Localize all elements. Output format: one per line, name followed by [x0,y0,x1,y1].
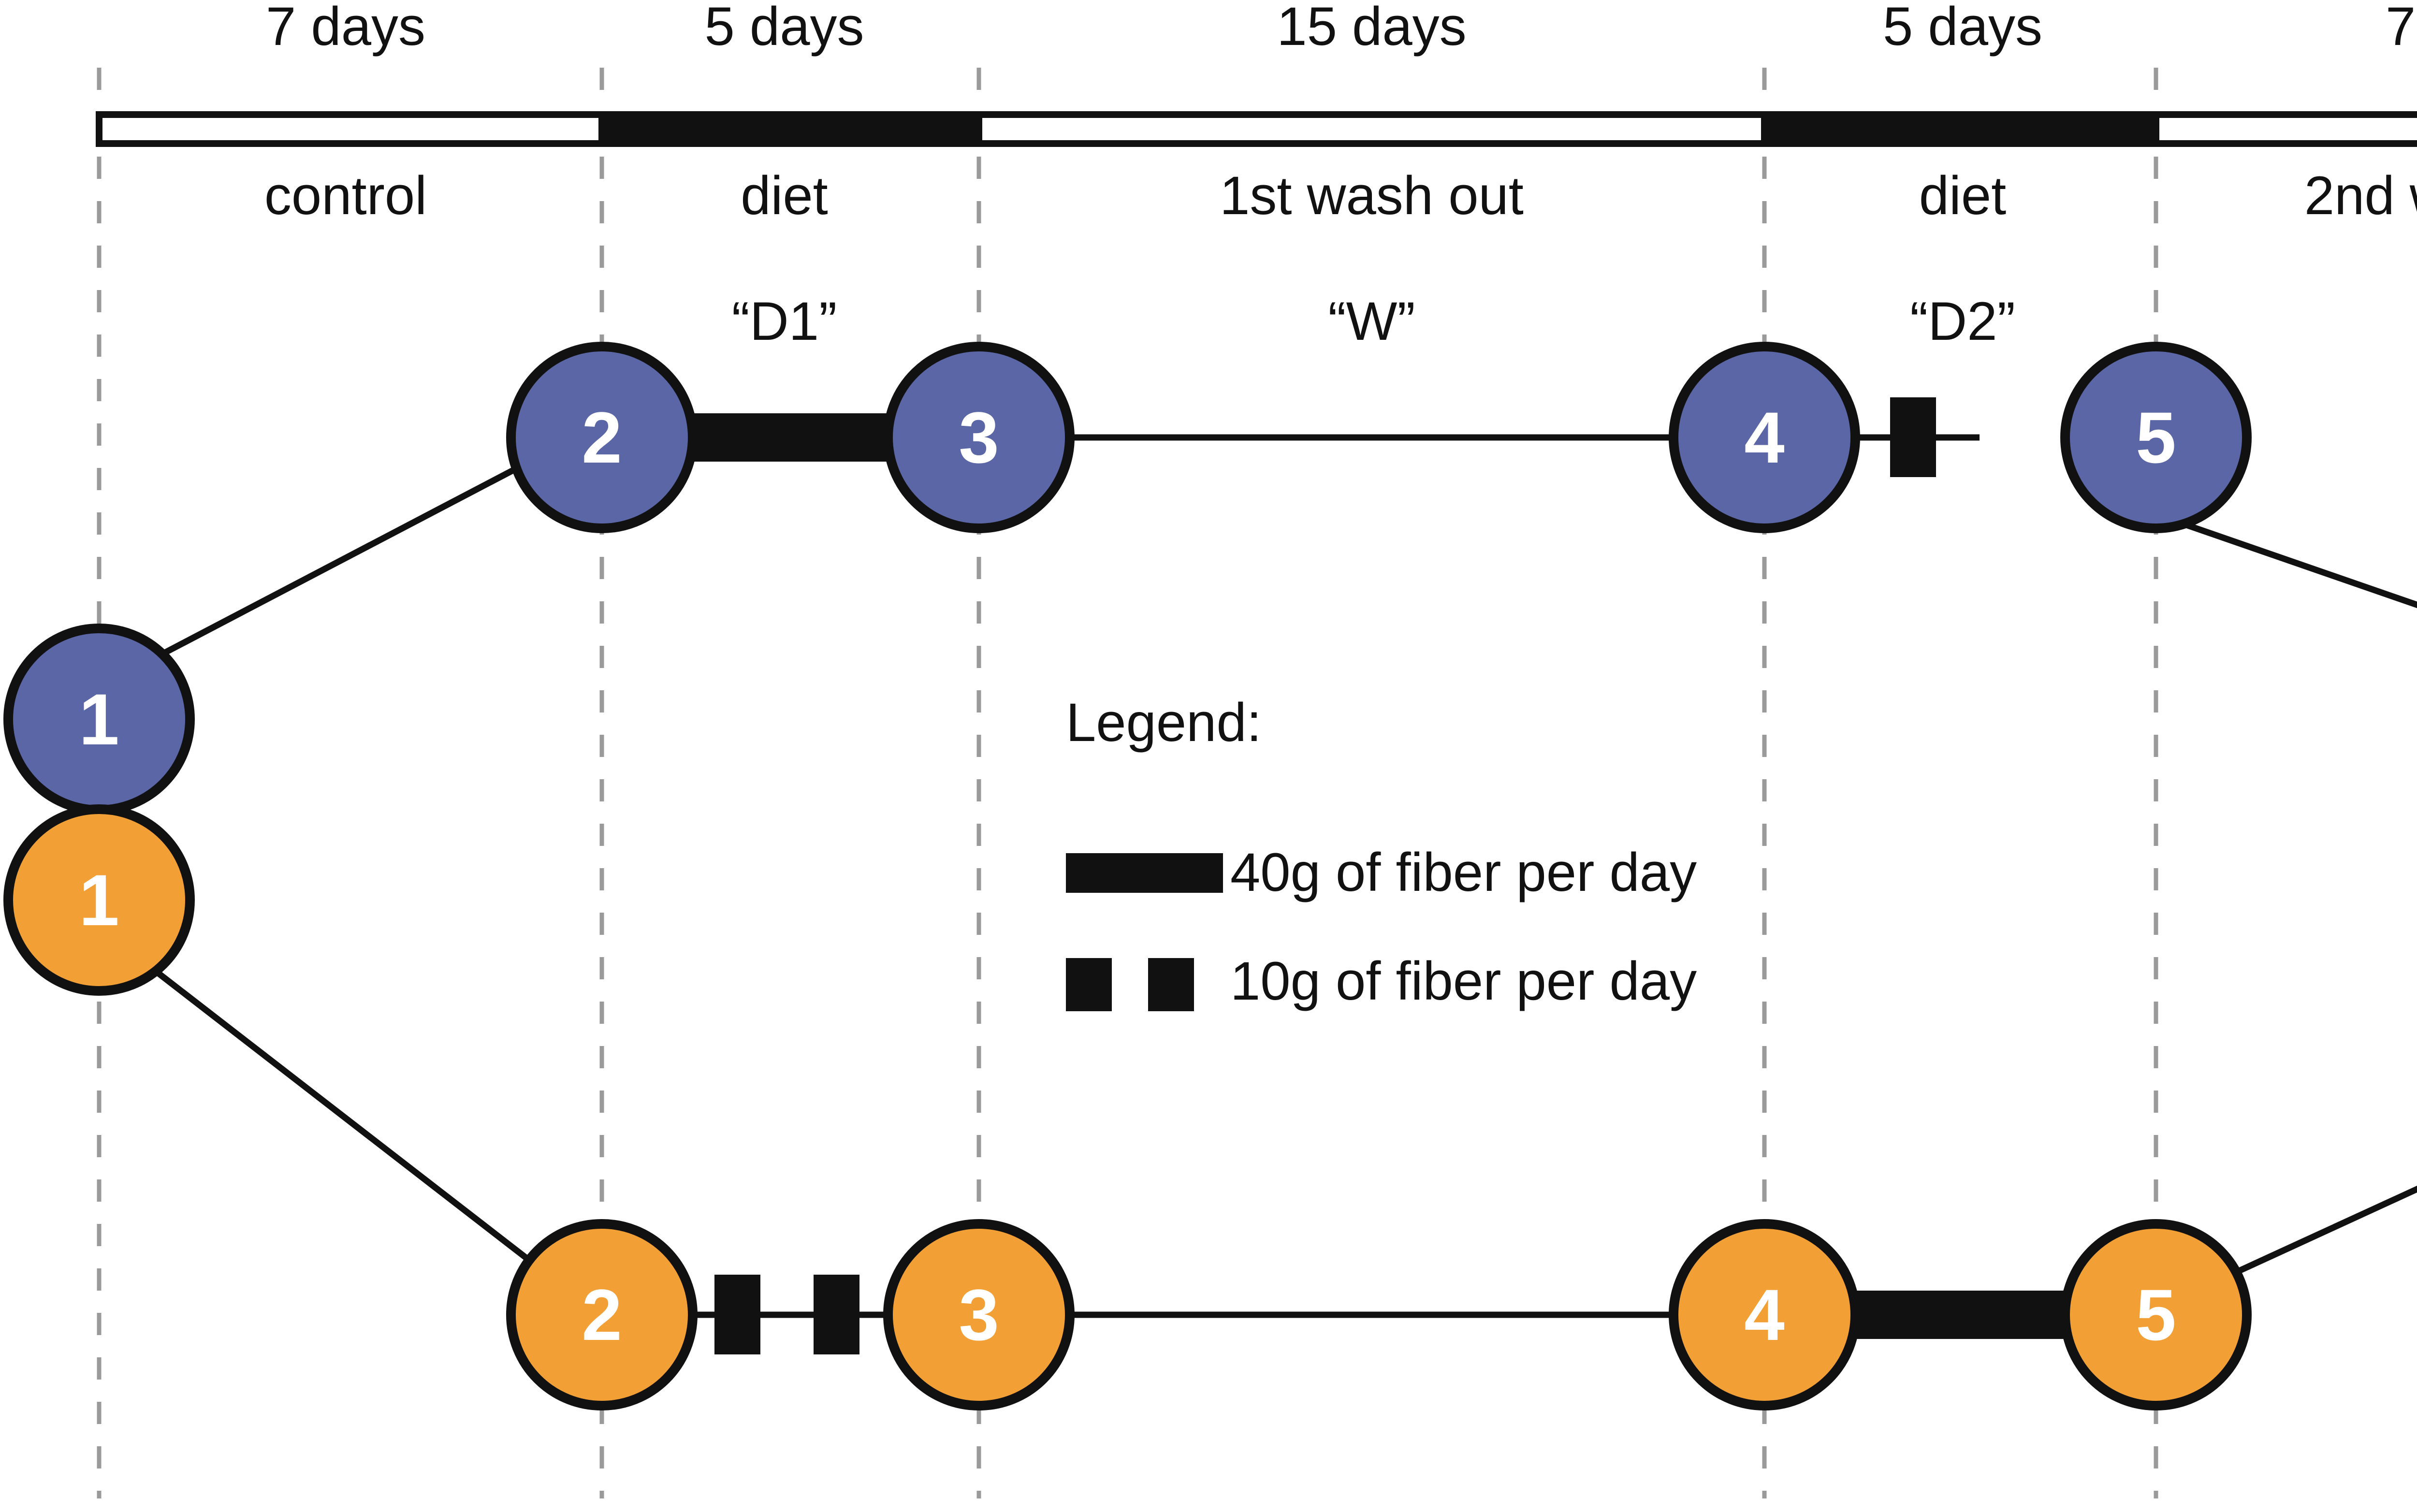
arm-a: 1 2 3 4 5 6 [3,342,2417,815]
phase-name-2: 1st wash out [1220,165,1524,226]
arm-a-node-2-label: 2 [582,397,622,478]
legend-swatch-10g-block-2 [1148,958,1194,1011]
arm-b-node-2[interactable]: 2 [506,1219,698,1410]
phase-days-1: 5 days [704,0,864,57]
arm-a-edge-1-2 [126,456,536,675]
legend-label-40g: 40g of fiber per day [1230,842,1697,902]
legend-label-10g: 10g of fiber per day [1230,951,1697,1011]
phase-code-1: “D1” [731,291,837,351]
arm-a-node-2-circle [506,342,698,533]
phase-days-3: 5 days [1883,0,2042,57]
arm-b: 1 2 3 4 5 6 [3,804,2417,1410]
arm-a-node-1[interactable]: 1 [3,624,195,815]
phase-days-0: 7 days [266,0,425,57]
arm-a-node-4[interactable]: 4 [1669,342,1860,533]
phase-code-2: “W” [1328,291,1415,351]
phase-days-4: 7 days [2386,0,2417,57]
arm-b-node-1[interactable]: 1 [3,804,195,996]
arm-b-node-2-label: 2 [582,1274,622,1355]
arm-a-node-4-label: 4 [1744,397,1784,478]
arm-b-node-4[interactable]: 4 [1669,1219,1860,1410]
arm-b-node-3[interactable]: 3 [883,1219,1075,1410]
timeline-bar [96,111,2417,147]
arm-a-node-1-label: 1 [79,679,119,760]
arm-a-node-5-label: 5 [2136,397,2176,478]
timeline-bar-phase-1 [598,111,982,147]
phase-days-2: 15 days [1277,0,1467,57]
arm-a-node-3-label: 3 [959,397,999,478]
arm-b-node-5-label: 5 [2136,1274,2176,1355]
arm-b-edge-2-3-10g-block-1 [714,1275,760,1354]
legend-title: Legend: [1066,692,1262,753]
arm-b-node-5-circle [2060,1219,2252,1410]
arm-a-node-5[interactable]: 5 [2060,342,2252,533]
arm-b-edge-5-6 [2237,1185,2417,1274]
arm-a-node-4-circle [1669,342,1860,533]
arm-b-node-4-circle [1669,1219,1860,1410]
arm-a-node-5-circle [2060,342,2252,533]
arm-b-edge-1-2 [126,947,536,1267]
phase-code-3: “D2” [1910,291,2015,351]
arm-a-node-3-circle [883,342,1075,533]
timeline-bar-phase-4 [2153,111,2417,147]
arm-b-node-2-circle [506,1219,698,1410]
phase-name-4: 2nd wash out [2304,165,2417,226]
legend-swatch-10g-block-1 [1066,958,1112,1011]
arm-b-node-3-label: 3 [959,1274,999,1355]
phase-name-1: diet [741,165,828,226]
arm-b-node-4-label: 4 [1744,1274,1784,1355]
timeline-bar-phase-3 [1761,111,2159,147]
arm-a-edge-5-6 [2121,499,2417,609]
legend-swatches [1066,853,1223,1011]
arm-a-edge-2-3-40g-bar [672,413,914,462]
arm-b-node-5[interactable]: 5 [2060,1219,2252,1410]
arm-a-edge-4-5-10g-block-2 [1890,397,1936,477]
arm-b-edge-2-3-10g-block-2 [814,1275,859,1354]
arm-b-node-1-label: 1 [79,859,119,941]
phase-name-3: diet [1919,165,2007,226]
arm-b-node-1-circle [3,804,195,996]
arm-a-node-2[interactable]: 2 [506,342,698,533]
phase-name-0: control [264,165,427,226]
timeline-bar-phase-0 [96,111,605,147]
arm-a-node-3[interactable]: 3 [883,342,1075,533]
legend-swatch-40g-bar [1066,853,1223,893]
arm-b-edge-4-5-40g-bar [1835,1291,2076,1339]
arm-b-node-3-circle [883,1219,1075,1410]
timeline-bar-phase-2 [976,111,1768,147]
